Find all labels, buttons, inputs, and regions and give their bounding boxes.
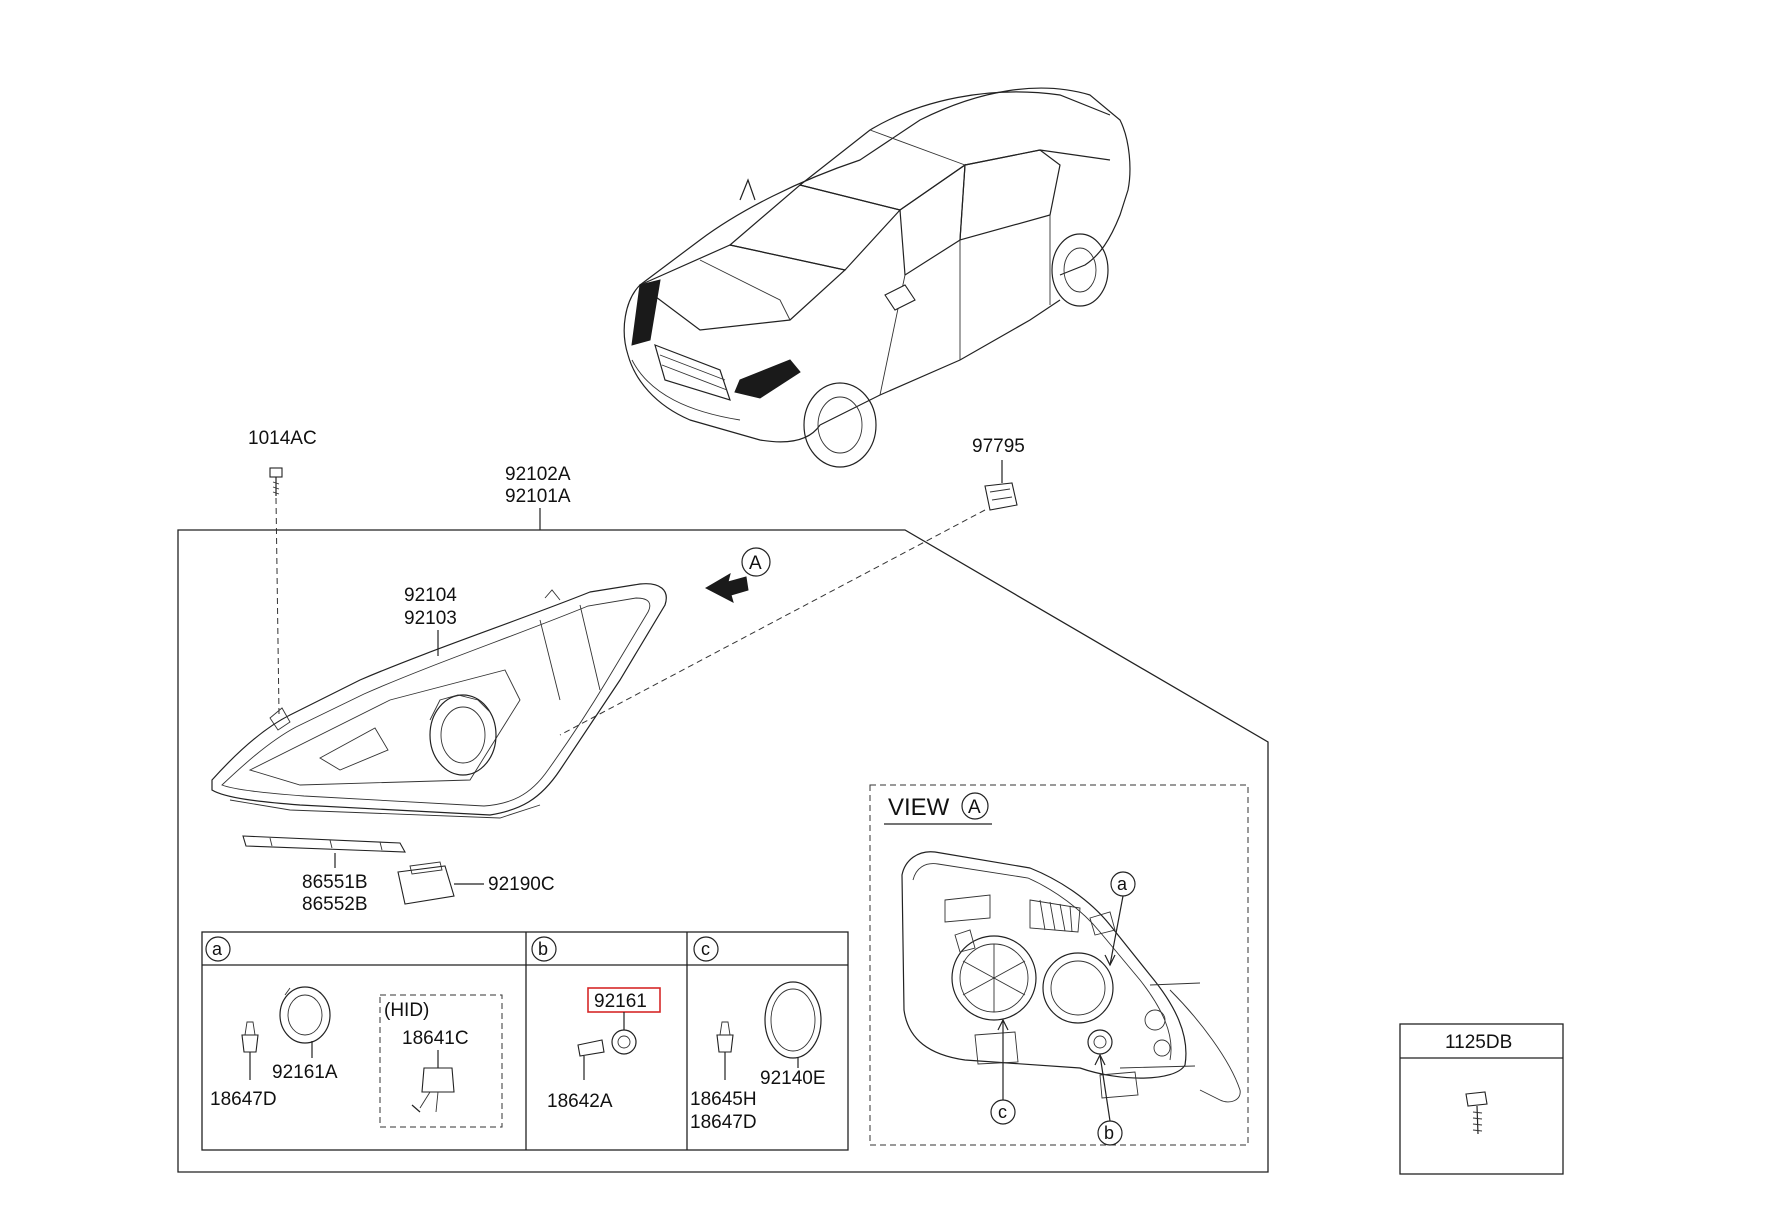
panel-a-header: a xyxy=(212,939,223,959)
view-arrow: A xyxy=(704,547,771,603)
part-label-18642A: 18642A xyxy=(547,1091,613,1112)
bolt-icon xyxy=(269,467,283,496)
hid-box xyxy=(379,994,503,1128)
part-label-92161A: 92161A xyxy=(272,1062,338,1083)
part-label-92140E: 92140E xyxy=(760,1068,826,1089)
part-label-18641C: 18641C xyxy=(402,1028,469,1049)
parts-panels-frame xyxy=(201,931,849,1151)
view-a-box xyxy=(869,784,1249,1146)
part-label-92101A: 92101A xyxy=(505,486,571,507)
view-callout-c: c xyxy=(998,1102,1007,1122)
panel-b-bulb-icon xyxy=(577,1039,605,1080)
view-marker: A xyxy=(968,797,981,818)
svg-text:A: A xyxy=(749,553,762,574)
main-frame xyxy=(177,529,1269,1173)
part-label-92104: 92104 xyxy=(404,585,457,606)
panel-c-cap-icon xyxy=(764,981,822,1068)
panel-a-socket-icon xyxy=(279,986,331,1058)
panel-c-bulb-icon xyxy=(716,1021,734,1080)
part-label-86552B: 86552B xyxy=(302,894,368,915)
ballast-icon xyxy=(397,861,455,905)
part-label-1014AC: 1014AC xyxy=(248,428,317,449)
bracket-icon xyxy=(242,835,406,853)
hid-bulb-icon xyxy=(411,1067,455,1113)
part-label-18647D-c: 18647D xyxy=(690,1112,757,1133)
part-label-92102A: 92102A xyxy=(505,464,571,485)
part-label-1125DB: 1125DB xyxy=(1445,1032,1512,1053)
panel-c-header: c xyxy=(701,939,710,959)
part-label-92190C: 92190C xyxy=(488,874,555,895)
car-illustration xyxy=(623,87,1131,468)
panel-b-socket-icon xyxy=(611,1029,637,1055)
part-label-18645H: 18645H xyxy=(690,1089,757,1110)
bolt-1125DB-icon xyxy=(1465,1091,1488,1135)
view-callout-a: a xyxy=(1117,874,1128,894)
view-callout-b: b xyxy=(1104,1123,1114,1143)
part-label-92161: 92161 xyxy=(594,991,647,1012)
part-label-18647D-a: 18647D xyxy=(210,1089,277,1110)
bolt-1125DB-box xyxy=(1399,1023,1564,1175)
headlamp-rear-view xyxy=(901,851,1241,1103)
part-label-86551B: 86551B xyxy=(302,872,368,893)
headlamp-assembly xyxy=(211,583,667,819)
view-title: VIEW xyxy=(888,794,950,821)
part-label-97795: 97795 xyxy=(972,436,1025,457)
panel-a-bulb-icon xyxy=(241,1021,259,1080)
hid-label: (HID) xyxy=(384,1000,429,1021)
connector-icon xyxy=(984,482,1018,511)
panel-b-header: b xyxy=(538,939,548,959)
part-label-92103: 92103 xyxy=(404,608,457,629)
